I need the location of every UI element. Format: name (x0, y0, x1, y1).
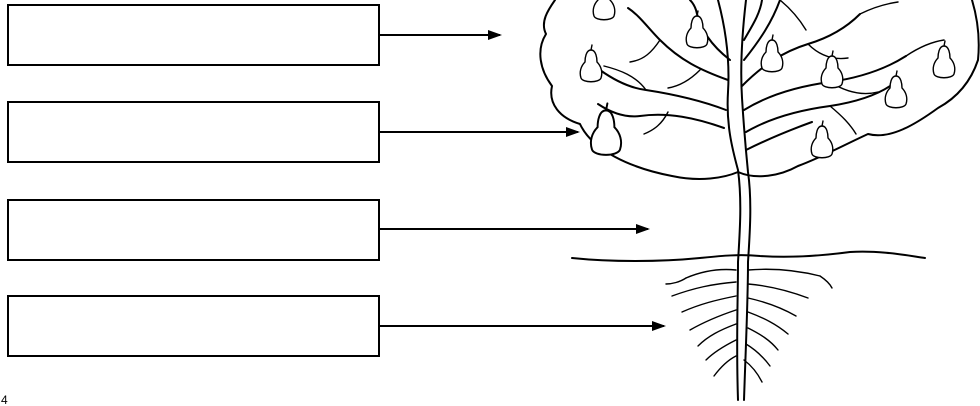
pear-fruit-icon (810, 120, 834, 159)
tree-branches (597, 0, 945, 151)
label-box-3[interactable] (7, 199, 380, 261)
pear-fruit-icon (589, 102, 623, 156)
label-box-1[interactable] (7, 4, 380, 66)
pear-fruit-icon (820, 50, 844, 89)
tree-roots (665, 268, 833, 383)
ground-line (571, 250, 926, 262)
tree-trunk (717, 0, 742, 401)
pear-fruit-icon (592, 0, 616, 21)
label-box-4[interactable] (7, 295, 380, 357)
pear-fruit-icon (932, 40, 956, 79)
pear-fruit-icon (760, 34, 784, 73)
pear-fruit-icon (579, 44, 603, 83)
label-box-2[interactable] (7, 101, 380, 163)
tree-trunk-right (740, 0, 752, 401)
page-mark: 4 (1, 393, 8, 406)
pear-fruit-icon (685, 10, 709, 49)
pear-fruit-icon (884, 70, 908, 109)
pear-fruits (579, 0, 956, 159)
tree-illustration (539, 0, 980, 401)
